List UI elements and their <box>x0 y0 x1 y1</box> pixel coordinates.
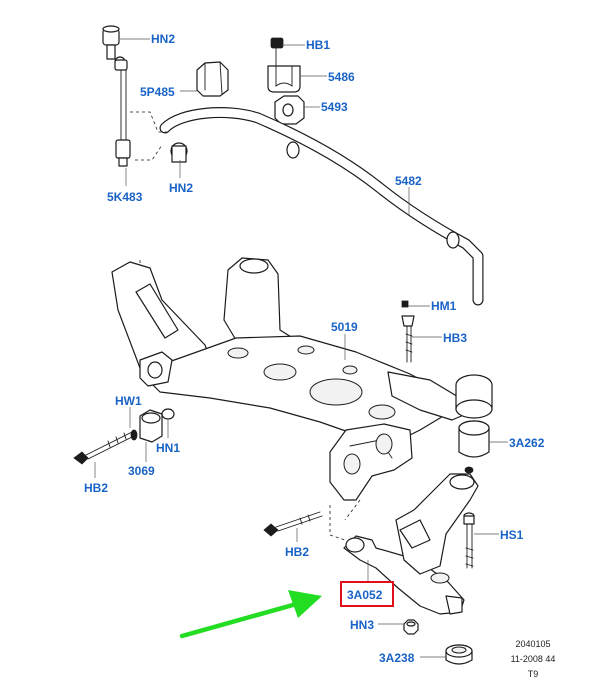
bolt-hs1 <box>463 512 475 569</box>
highlight-box-3a052 <box>340 581 394 607</box>
stabiliser-bar <box>159 107 484 306</box>
label-5482: 5482 <box>395 174 422 188</box>
label-3069: 3069 <box>128 464 155 478</box>
bush-5p485 <box>196 61 229 97</box>
label-3a052: 3A052 <box>347 588 383 602</box>
subframe <box>111 257 493 501</box>
leader-lines <box>94 38 508 658</box>
label-hn3: HN3 <box>350 618 374 632</box>
bolt-hb2-left <box>73 429 138 465</box>
label-hb2-left: HB2 <box>84 481 108 495</box>
label-hw1: HW1 <box>115 394 142 408</box>
nut-hn3 <box>403 619 419 635</box>
pointer-arrow <box>179 590 322 639</box>
label-hm1: HM1 <box>431 299 457 313</box>
label-5019: 5019 <box>331 320 358 334</box>
bush-3a262 <box>458 420 490 474</box>
footer-sheet: T9 <box>528 669 539 679</box>
stabiliser-link <box>102 25 131 167</box>
diagram-footer: 2040105 11-2008 44 T9 <box>511 639 556 679</box>
lower-arm <box>343 473 479 615</box>
bolt-hb2-mid <box>263 511 323 537</box>
label-hb1: HB1 <box>306 38 330 52</box>
label-hn2-mid: HN2 <box>169 181 193 195</box>
label-5486: 5486 <box>328 70 355 84</box>
label-hb3: HB3 <box>443 331 467 345</box>
bush-3069 <box>139 408 175 443</box>
bush-5493 <box>274 95 305 125</box>
label-3a238: 3A238 <box>379 651 415 665</box>
label-5493: 5493 <box>321 100 348 114</box>
label-hs1: HS1 <box>500 528 524 542</box>
label-5k483: 5K483 <box>107 190 143 204</box>
footer-code: 2040105 <box>515 639 550 649</box>
footer-date: 11-2008 44 <box>511 654 556 664</box>
label-3a262: 3A262 <box>509 436 545 450</box>
part-labels: HN2 HB1 5486 5P485 5493 HN2 5K483 5482 H… <box>84 32 545 665</box>
boot-3a238 <box>445 644 473 665</box>
label-hn2-top: HN2 <box>151 32 175 46</box>
bolt-hb3 <box>401 300 415 363</box>
label-5p485: 5P485 <box>140 85 175 99</box>
label-hn1: HN1 <box>156 441 180 455</box>
clamp-5486 <box>267 37 301 93</box>
label-hb2-mid: HB2 <box>285 545 309 559</box>
